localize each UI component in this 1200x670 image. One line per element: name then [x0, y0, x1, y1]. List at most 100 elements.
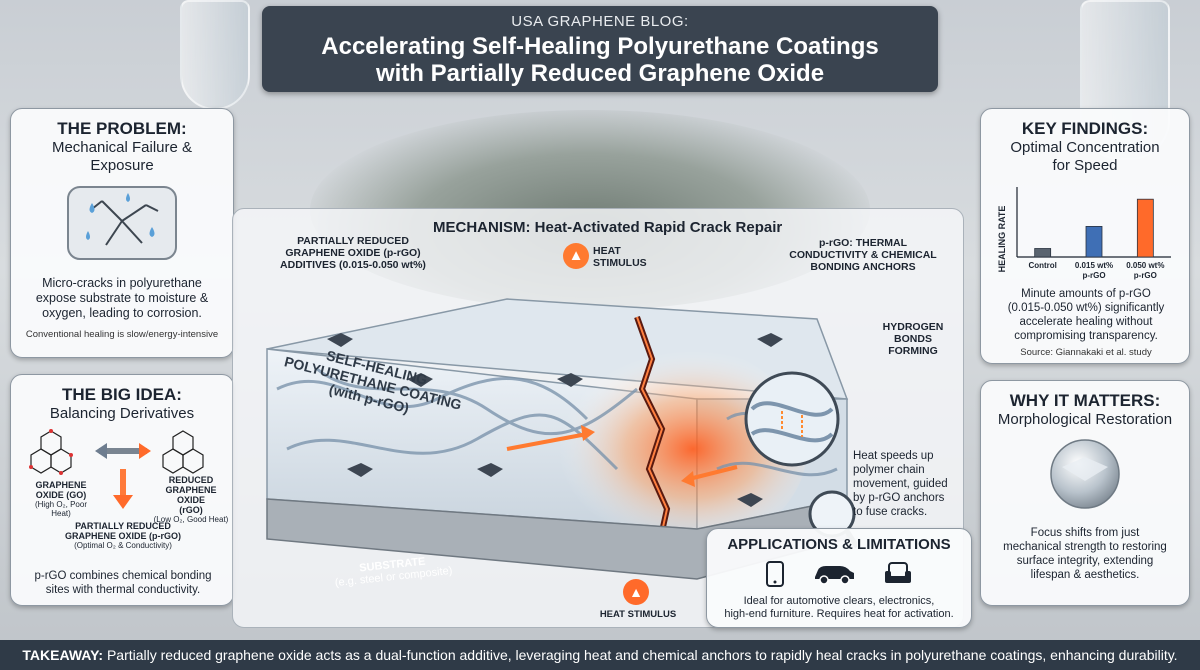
problem-note: Conventional healing is slow/energy-inte…	[25, 329, 219, 340]
anchors-line-1: p-rGO: THERMAL	[818, 237, 908, 249]
applications-heading: APPLICATIONS & LIMITATIONS	[727, 536, 951, 553]
key-findings-body-line-1: Minute amounts of p-rGO	[1021, 288, 1151, 300]
title-line-2: with Partially Reduced Graphene Oxide	[375, 60, 825, 87]
big-idea-body-line-1: p-rGO combines chemical bonding	[34, 570, 212, 582]
hbond-line-1: HYDROGEN	[882, 321, 944, 333]
applications-body: Ideal for automotive clears, electronics…	[707, 595, 971, 621]
hbond-line-3: FORMING	[888, 345, 938, 357]
prgo-callout-line-3: ADDITIVES (0.015-0.050 wt%)	[280, 259, 426, 271]
heat-arrow-left	[506, 432, 588, 451]
problem-heading: THE PROBLEM:	[57, 119, 187, 138]
flame-icon-bottom: ▲	[623, 579, 649, 605]
prgo-additives-callout: PARTIALLY REDUCED GRAPHENE OXIDE (p-rGO)…	[263, 235, 443, 271]
hydrogen-bonds-callout: HYDROGEN BONDS FORMING	[873, 321, 953, 357]
go-label-line-1: GRAPHENE	[35, 480, 87, 490]
problem-subheading-1: Mechanical Failure &	[51, 139, 193, 156]
heat-top-line-1: HEAT	[593, 245, 621, 257]
key-findings-body: Minute amounts of p-rGO (0.015-0.050 wt%…	[981, 287, 1191, 343]
big-idea-subheading: Balancing Derivatives	[49, 405, 195, 422]
go-label: GRAPHENE OXIDE (GO) (High O₂, Poor Heat)	[25, 480, 97, 518]
bar-0	[1034, 248, 1052, 258]
bar-2	[1136, 198, 1154, 258]
go-label-line-2: OXIDE (GO)	[35, 490, 87, 500]
coating-block-illustration	[266, 298, 857, 580]
heat-note-line-3: movement, guided	[853, 478, 948, 490]
tick-label-1-1: p-rGO	[1082, 271, 1105, 280]
prgo-label-line-2: GRAPHENE OXIDE (p-rGO)	[64, 531, 181, 541]
why-body-line-4: lifespan & aesthetics.	[1030, 569, 1140, 581]
heat-top-line-2: STIMULUS	[593, 257, 647, 269]
why-body-line-2: mechanical strength to restoring	[1003, 541, 1167, 553]
heat-note-line-1: Heat speeds up	[853, 450, 934, 462]
applications-body-line-1: Ideal for automotive clears, electronics…	[743, 595, 935, 607]
prgo-callout-line-2: GRAPHENE OXIDE (p-rGO)	[285, 247, 421, 259]
title-line-1: Accelerating Self-Healing Polyurethane C…	[321, 33, 879, 60]
derivatives-diagram	[29, 429, 204, 509]
go-molecule-icon	[29, 429, 73, 475]
polished-surface-icon	[1050, 439, 1120, 509]
prgo-label-line-1: PARTIALLY REDUCED	[75, 521, 171, 531]
car-icon	[815, 566, 854, 585]
key-findings-body-line-4: compromising transparency.	[1014, 330, 1158, 342]
why-body-line-1: Focus shifts from just	[1030, 527, 1140, 539]
rgo-label-line-2: GRAPHENE OXIDE	[165, 485, 217, 505]
down-arrow-icon	[113, 469, 133, 509]
key-findings-panel: KEY FINDINGS: Optimal Concentration for …	[980, 108, 1190, 364]
heat-note-line-4: by p-rGO anchors	[853, 492, 945, 504]
heat-note-line-5: to fuse cracks.	[853, 506, 928, 518]
mechanism-panel: MECHANISM: Heat-Activated Rapid Crack Re…	[232, 208, 964, 628]
problem-body: Micro-cracks in polyurethane expose subs…	[11, 276, 233, 321]
tick-label-2-1: p-rGO	[1134, 271, 1157, 280]
rgo-label-line-3: (rGO)	[179, 505, 203, 515]
armchair-icon	[885, 562, 911, 583]
title-banner: USA GRAPHENE BLOG: Accelerating Self-Hea…	[262, 6, 938, 92]
applications-body-line-2: high-end furniture. Requires heat for ac…	[724, 608, 954, 620]
why-panel: WHY IT MATTERS: Morphological Restoratio…	[980, 380, 1190, 606]
key-findings-subheading-1: Optimal Concentration	[1010, 139, 1160, 156]
problem-body-line-2: expose substrate to moisture &	[35, 291, 209, 305]
heat-note: Heat speeds up polymer chain movement, g…	[853, 449, 963, 519]
mechanism-title: MECHANISM: Heat-Activated Rapid Crack Re…	[433, 219, 783, 236]
why-heading: WHY IT MATTERS:	[1009, 391, 1161, 410]
key-findings-body-line-3: accelerate healing without	[1019, 316, 1153, 328]
anchors-line-3: BONDING ANCHORS	[810, 261, 916, 273]
heat-stimulus-bottom: HEAT STIMULUS	[599, 609, 677, 620]
problem-body-line-3: oxygen, leading to corrosion.	[42, 306, 202, 320]
problem-subheading-2: Exposure	[90, 157, 154, 174]
key-findings-heading: KEY FINDINGS:	[1021, 119, 1149, 138]
background-beaker	[180, 0, 250, 110]
tick-label-0-0: Control	[1028, 261, 1056, 270]
big-idea-panel: THE BIG IDEA: Balancing Derivatives GRAP	[10, 374, 234, 606]
takeaway-label: TAKEAWAY:	[22, 647, 104, 663]
key-findings-body-line-2: (0.015-0.050 wt%) significantly	[1007, 302, 1165, 314]
key-findings-subheading-2: for Speed	[1052, 157, 1118, 174]
flame-icon: ▲	[563, 243, 589, 269]
hbond-line-2: BONDS	[894, 333, 932, 345]
rgo-label-line-1: REDUCED	[168, 475, 214, 485]
big-idea-body-line-2: sites with thermal conductivity.	[45, 584, 201, 596]
why-body-line-3: surface integrity, extending	[1016, 555, 1154, 567]
takeaway-bar: TAKEAWAY: Partially reduced graphene oxi…	[0, 640, 1200, 670]
big-idea-heading: THE BIG IDEA:	[62, 385, 182, 404]
blog-kicker: USA GRAPHENE BLOG:	[511, 13, 689, 30]
exchange-arrow-icon	[95, 443, 151, 459]
why-subheading: Morphological Restoration	[997, 411, 1173, 428]
heat-note-line-2: polymer chain	[853, 464, 925, 476]
tick-label-1-0: 0.015 wt%	[1075, 261, 1113, 270]
takeaway-text: Partially reduced graphene oxide acts as…	[103, 647, 1178, 663]
prgo-label: PARTIALLY REDUCED GRAPHENE OXIDE (p-rGO)…	[51, 521, 195, 550]
tick-label-2-0: 0.050 wt%	[1126, 261, 1164, 270]
rgo-sub: (Low O₂, Good Heat)	[153, 515, 229, 524]
applications-panel: APPLICATIONS & LIMITATIONS Ideal for aut…	[706, 528, 972, 628]
anchors-callout: p-rGO: THERMAL CONDUCTIVITY & CHEMICAL B…	[778, 237, 948, 273]
key-findings-source: Source: Giannakaki et al. study	[1020, 347, 1152, 358]
go-sub: (High O₂, Poor Heat)	[34, 500, 87, 518]
prgo-sub: (Optimal O₂ & Conductivity)	[74, 541, 172, 550]
hbond-zoom-circle	[744, 371, 840, 467]
heat-arrow-right	[688, 465, 738, 481]
prgo-callout-line-1: PARTIALLY REDUCED	[297, 235, 409, 247]
why-body: Focus shifts from just mechanical streng…	[981, 526, 1189, 582]
cracked-surface-icon	[67, 186, 177, 260]
problem-body-line-1: Micro-cracks in polyurethane	[42, 276, 202, 290]
